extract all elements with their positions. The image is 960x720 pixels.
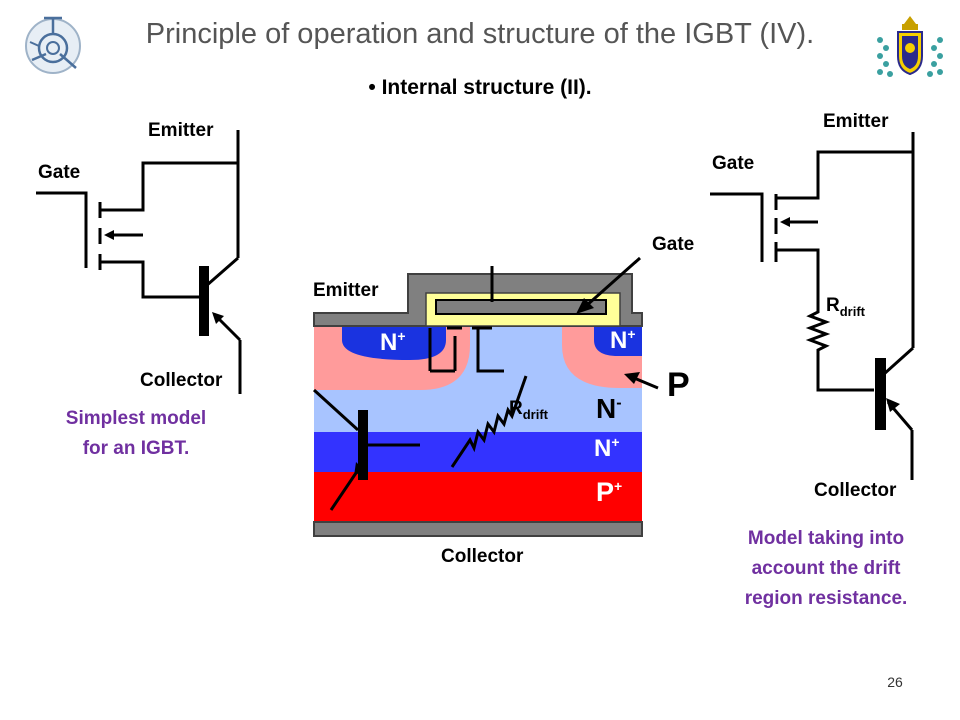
university-crest-icon bbox=[877, 16, 943, 77]
p-plus-substrate bbox=[314, 472, 642, 522]
left-note-line2: for an IGBT. bbox=[82, 438, 190, 459]
p-plus-label: P+ bbox=[596, 477, 623, 507]
left-emitter-label: Emitter bbox=[148, 120, 214, 141]
right-note-line2: account the drift bbox=[751, 558, 901, 579]
right-rdrift-label: Rdrift bbox=[826, 295, 866, 319]
right-collector-label: Collector bbox=[814, 480, 897, 501]
right-igbt-symbol bbox=[710, 132, 915, 480]
center-rdrift-label: Rdrift bbox=[509, 398, 549, 422]
n-plus-left-label: N+ bbox=[380, 328, 406, 356]
right-gate-label: Gate bbox=[712, 153, 755, 174]
center-collector-label: Collector bbox=[441, 546, 524, 567]
center-gate-label: Gate bbox=[652, 234, 695, 255]
right-note-line1: Model taking into bbox=[747, 528, 905, 549]
n-plus-source-right bbox=[594, 326, 642, 356]
left-model-note: Simplest model for an IGBT. bbox=[36, 404, 236, 464]
n-plus-right-label: N+ bbox=[610, 326, 636, 354]
right-note-line3: region resistance. bbox=[744, 588, 908, 609]
n-minus-label: N- bbox=[596, 393, 622, 424]
n-plus-source-left bbox=[342, 326, 446, 360]
left-igbt-symbol bbox=[36, 130, 242, 394]
p-well-label: P bbox=[667, 366, 690, 404]
gate-electrode bbox=[435, 299, 607, 315]
page-title: Principle of operation and structure of … bbox=[145, 18, 815, 50]
left-gate-label: Gate bbox=[38, 162, 81, 183]
center-emitter-label: Emitter bbox=[313, 280, 379, 301]
transistor-logo-icon bbox=[25, 16, 81, 74]
right-model-note: Model taking into account the drift regi… bbox=[724, 524, 928, 614]
left-note-line1: Simplest model bbox=[65, 408, 207, 429]
page-number: 26 bbox=[887, 674, 903, 690]
right-emitter-label: Emitter bbox=[823, 111, 889, 132]
subtitle: • Internal structure (II). bbox=[368, 76, 592, 99]
collector-metal bbox=[313, 521, 643, 537]
n-plus-buffer-label: N+ bbox=[594, 434, 620, 462]
igbt-cross-section bbox=[312, 256, 659, 537]
n-plus-buffer-layer bbox=[314, 432, 642, 472]
left-collector-label: Collector bbox=[140, 370, 223, 391]
